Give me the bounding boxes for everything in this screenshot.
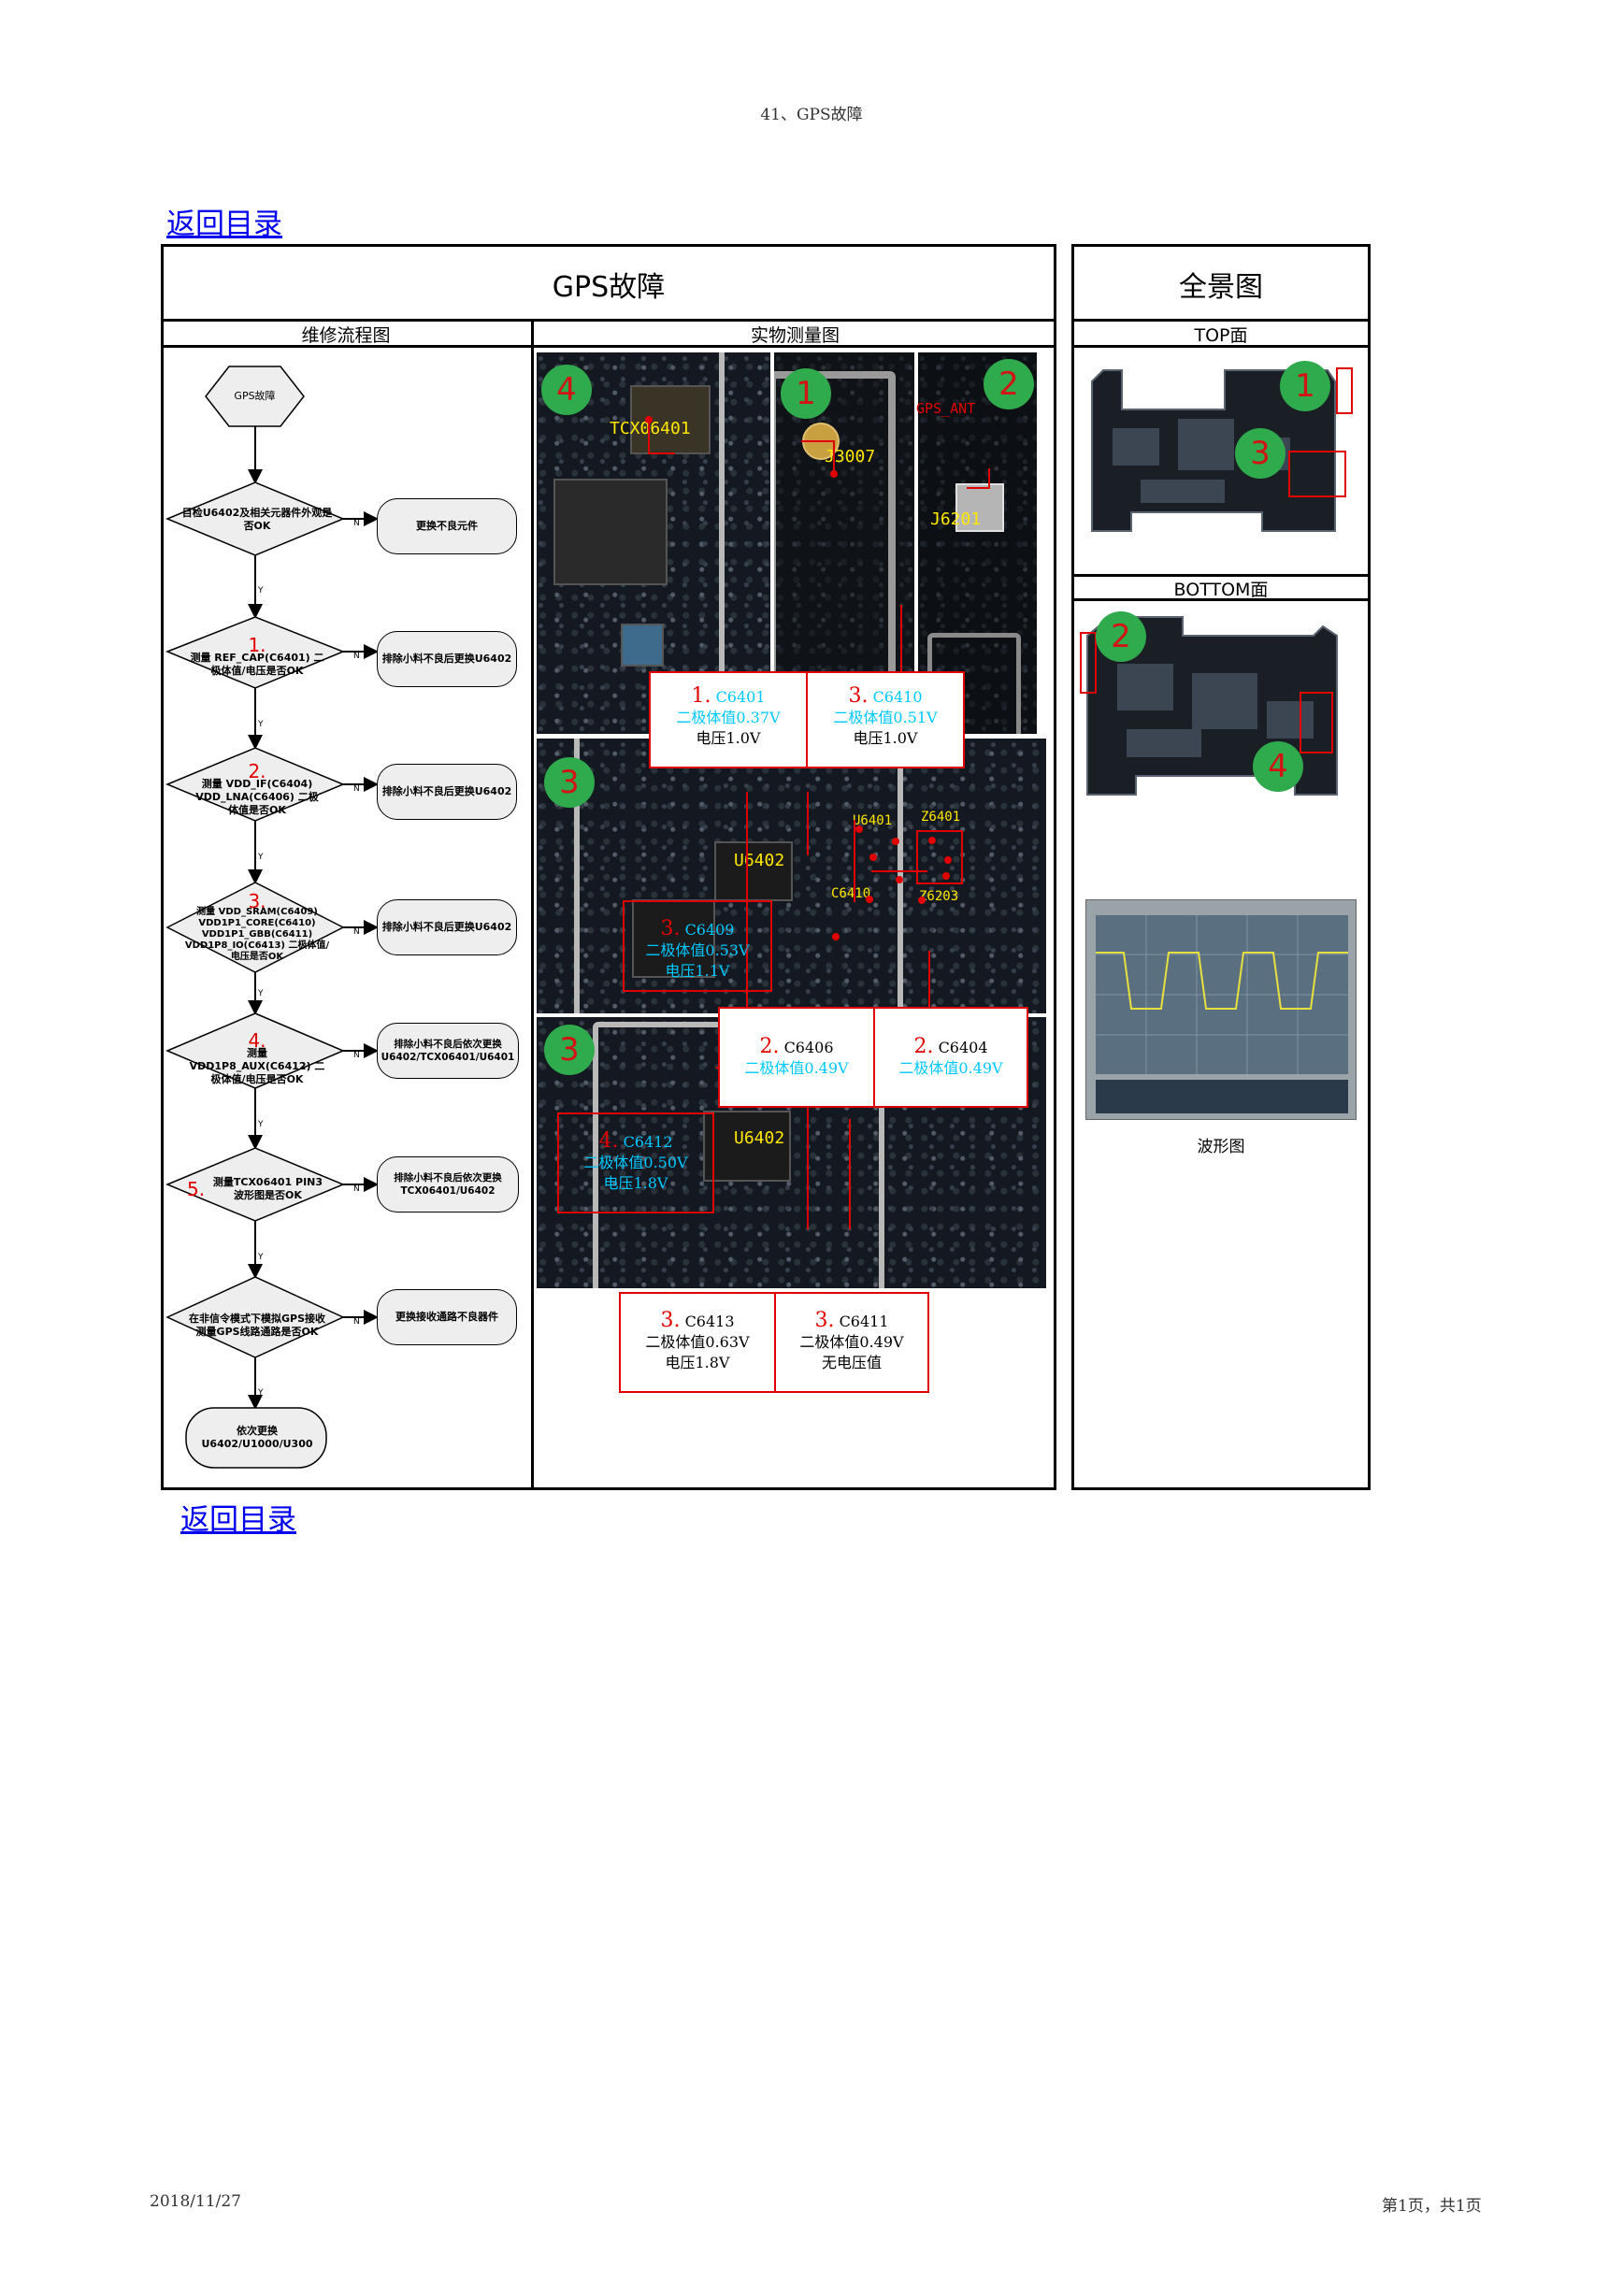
footer-page: 第1页，共1页 [1382, 2197, 1482, 2216]
flowchart-step-3: 3.测量 VDD_SRAM(C6409) VDD1P1_CORE(C6410) … [184, 890, 330, 962]
yes-label: Y [258, 720, 264, 729]
flowchart-action-1: 排除小料不良后更换U6402 [377, 631, 517, 687]
flowchart-action-2: 排除小料不良后更换U6402 [377, 764, 517, 820]
top-marker-1: 1 [1280, 361, 1330, 411]
no-label: N [353, 1051, 360, 1060]
top-face-header: TOP面 [1194, 325, 1248, 346]
waveform-caption: 波形图 [1197, 1138, 1245, 1156]
callout-c6406: 2. C6406 二极体值0.49V [718, 1007, 875, 1108]
footer-date: 2018/11/27 [150, 2192, 241, 2211]
flowchart-action-4: 排除小料不良后依次更换U6402/TCX06401/U6401 [377, 1023, 519, 1079]
back-to-contents-link-bottom[interactable]: 返回目录 [180, 1503, 296, 1536]
bottom-marker-box-4 [1300, 692, 1333, 753]
no-label: N [353, 519, 360, 528]
tcxo-label: TCX06401 [610, 419, 691, 438]
divider [1071, 319, 1371, 322]
yes-label: Y [258, 853, 264, 862]
callout-c6410: 3. C6410 二极体值0.51V 电压1.0V [806, 671, 965, 768]
flowchart-step-0: 目检U6402及相关元器件外观是否OK [181, 507, 333, 532]
u6402-label-b: U6402 [734, 1128, 785, 1148]
z6401-label: Z6401 [921, 810, 961, 825]
no-label: N [353, 1184, 360, 1194]
pcb-photo-tcxo [537, 352, 770, 734]
divider [1071, 598, 1371, 601]
back-to-contents-link-top[interactable]: 返回目录 [166, 208, 282, 240]
main-table [161, 244, 1056, 1490]
j3007-label: J3007 [825, 447, 876, 466]
flowchart-action-0: 更换不良元件 [377, 498, 517, 554]
u6401-label: U6401 [853, 813, 893, 828]
flowchart-step-6: 在非信令模式下模拟GPS接收测量GPS线路通路是否OK [188, 1313, 325, 1338]
flowchart-start: GPS故障 [234, 390, 276, 402]
flowchart-step-4: 4.测量 VDD1P8_AUX(C6412) 二极体值/电压是否OK [189, 1029, 325, 1085]
callout-c6409: 3. C6409 二极体值0.53V 电压1.1V [623, 900, 772, 992]
pcb-photo-j6201 [918, 352, 1037, 734]
yes-label: Y [258, 1120, 264, 1129]
marker-3b: 3 [544, 1025, 595, 1075]
flowchart-header: 维修流程图 [301, 325, 391, 346]
callout-c6404: 2. C6404 二极体值0.49V [873, 1007, 1028, 1108]
flowchart-action-5: 排除小料不良后依次更换TCX06401/U6402 [377, 1156, 519, 1213]
flowchart-connectors [165, 366, 379, 1469]
c6410-small-label: C6410 [831, 886, 871, 901]
divider [1071, 574, 1371, 577]
flowchart-end: 依次更换 U6402/U1000/U300 [201, 1425, 313, 1450]
z6203-label: Z6203 [919, 889, 959, 904]
photos-header: 实物测量图 [750, 325, 840, 346]
marker-1: 1 [781, 368, 831, 419]
start-hexagon [205, 366, 305, 427]
bottom-marker-2: 2 [1096, 611, 1146, 662]
divider [1071, 345, 1371, 348]
callout-c6413: 3. C6413 二极体值0.63V 电压1.8V [619, 1292, 776, 1393]
waveform-image [1085, 899, 1357, 1120]
marker-4: 4 [541, 365, 592, 415]
flowchart-step-1: 1.测量 REF_CAP(C6401) 二极体值/电压是否OK [190, 634, 324, 677]
flowchart-step-5: 5. 测量TCX06401 PIN3 波形图是否OK [187, 1176, 323, 1201]
page-header: 41、GPS故障 [760, 106, 863, 124]
marker-3: 3 [544, 757, 595, 808]
bottom-marker-box-2 [1080, 632, 1097, 694]
callout-c6401: 1. C6401 二极体值0.37V 电压1.0V [649, 671, 808, 768]
divider [531, 319, 534, 1490]
callout-connectors [645, 416, 990, 1229]
callout-c6412: 4. C6412 二极体值0.50V 电压1.8V [557, 1112, 714, 1213]
flowchart-action-3: 排除小料不良后更换U6402 [377, 899, 517, 955]
yes-label: Y [258, 1388, 264, 1398]
yes-label: Y [258, 586, 264, 596]
no-label: N [353, 652, 360, 661]
marker-2: 2 [984, 359, 1034, 409]
panorama-title: 全景图 [1179, 271, 1263, 304]
bottom-marker-4: 4 [1253, 741, 1303, 792]
flowchart-action-6: 更换接收通路不良器件 [377, 1289, 517, 1345]
main-title: GPS故障 [552, 271, 666, 304]
panorama-table [1071, 244, 1371, 1490]
z6401-box [916, 830, 963, 884]
yes-label: Y [258, 989, 264, 998]
yes-label: Y [258, 1253, 264, 1262]
callout-c6411: 3. C6411 二极体值0.49V 无电压值 [774, 1292, 929, 1393]
divider [161, 319, 1056, 322]
no-label: N [353, 784, 360, 794]
no-label: N [353, 1317, 360, 1327]
flowchart-step-2: 2.测量 VDD_IF(C6404) VDD_LNA(C6406) 二极体值是否… [195, 760, 319, 816]
top-marker-3: 3 [1235, 428, 1285, 479]
top-marker-box-1 [1336, 367, 1353, 414]
bottom-face-header: BOTTOM面 [1173, 580, 1269, 600]
j6201-label: J6201 [930, 509, 982, 529]
divider [161, 345, 1056, 348]
top-marker-box-3 [1288, 451, 1346, 497]
no-label: N [353, 927, 360, 937]
gps-ant-label: GPS_ANT [916, 400, 976, 417]
